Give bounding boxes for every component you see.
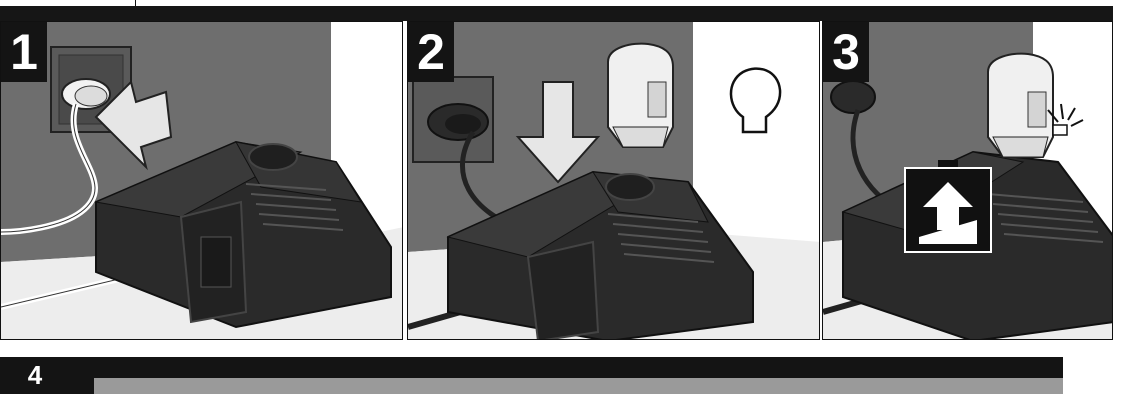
push-arrow-icon <box>94 80 173 171</box>
step-number-1: 1 <box>1 22 47 82</box>
section-bar-gray <box>94 378 1063 394</box>
step-number-3: 3 <box>823 22 869 82</box>
down-arrow-icon <box>515 81 601 184</box>
indicator-glow-icon <box>1047 103 1084 127</box>
lamp-off-icon <box>729 67 782 134</box>
top-tick-mark <box>135 0 136 6</box>
battery-pack <box>607 42 674 148</box>
battery-charging-icon <box>904 160 992 253</box>
step-number-2: 2 <box>408 22 454 82</box>
step-3-illustration <box>823 22 1112 339</box>
step-panel-3: 3 <box>822 21 1113 340</box>
step-panel-2: 2 <box>407 21 820 340</box>
header-bar <box>0 6 1113 21</box>
step-2-illustration <box>408 22 819 339</box>
step-1-illustration <box>1 22 402 339</box>
battery-pack-seated <box>987 52 1054 158</box>
step-panel-1: 1 <box>0 21 403 340</box>
section-number: 4 <box>27 360 43 390</box>
